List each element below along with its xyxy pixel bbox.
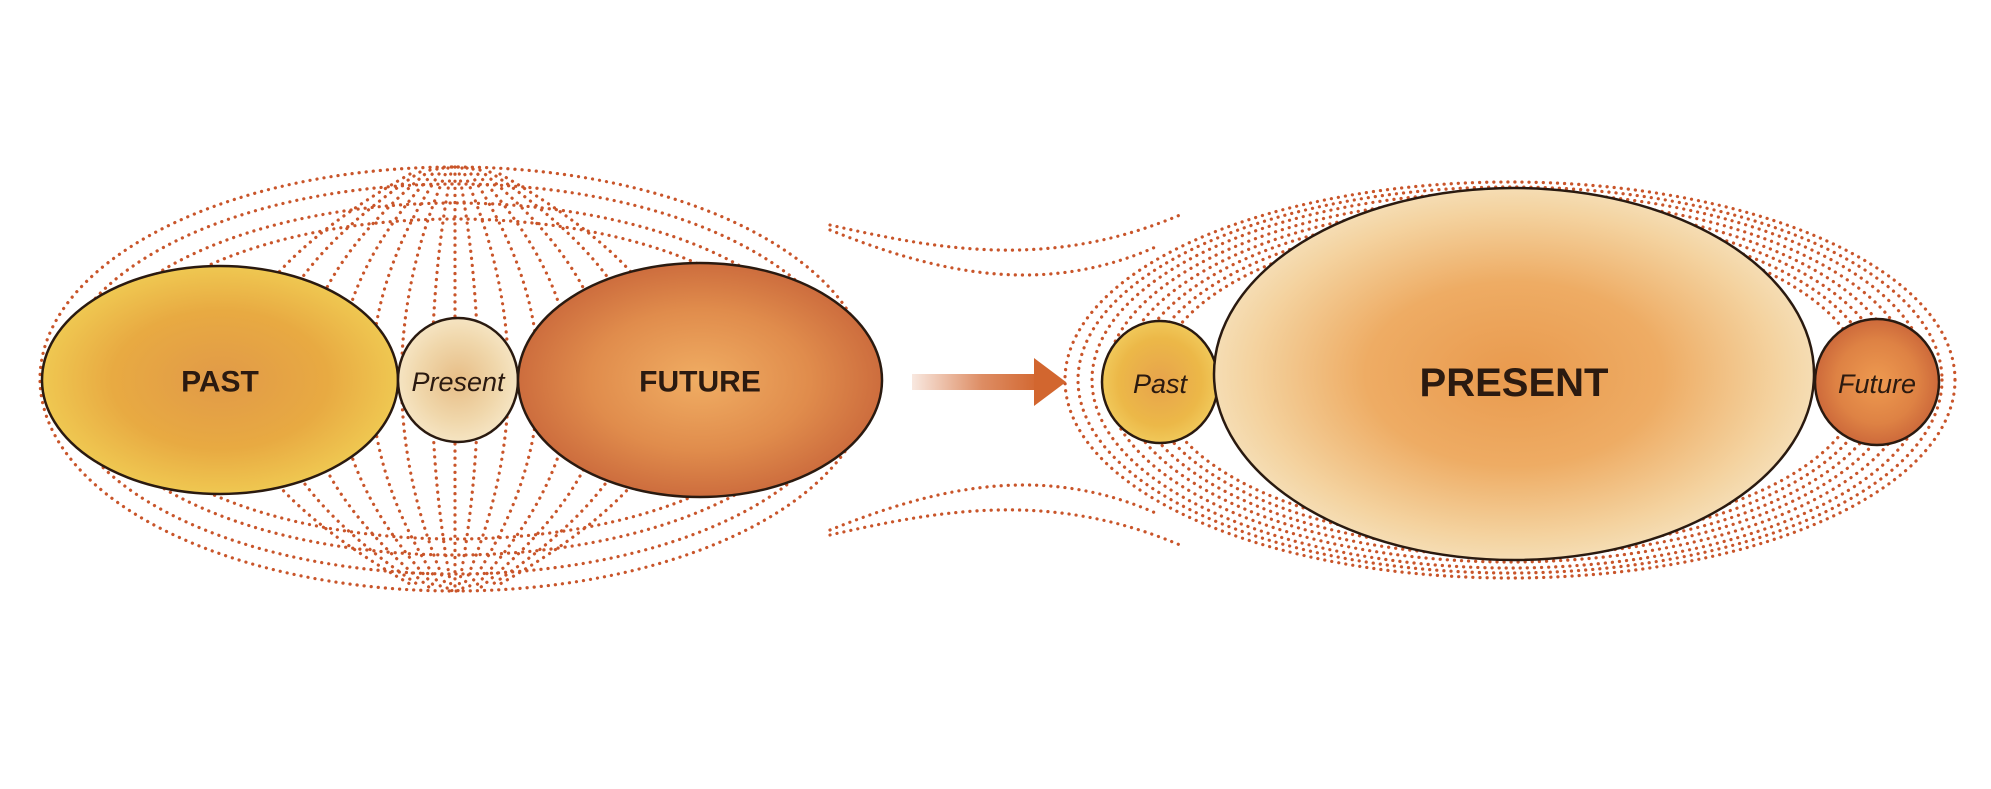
left-meridian	[301, 168, 432, 590]
right-future-label: Future	[1838, 369, 1916, 399]
right-past-label: Past	[1133, 369, 1189, 399]
left-past-node: PAST	[40, 264, 400, 496]
left-future-ellipse	[516, 261, 884, 499]
bridge-line	[828, 213, 1182, 252]
bridge-line	[828, 508, 1182, 547]
left-present-label: Present	[411, 367, 506, 397]
left-past-label: PAST	[181, 366, 259, 399]
left-future-label: FUTURE	[639, 366, 761, 399]
left-meridian	[478, 168, 609, 590]
left-future-node: FUTURE	[516, 261, 884, 499]
right-past-node: Past	[1100, 319, 1220, 445]
right-present-node: PRESENT	[1212, 186, 1816, 562]
arrow-right-icon	[912, 358, 1066, 406]
right-present-label: PRESENT	[1420, 361, 1609, 405]
bridge-line	[828, 228, 1162, 277]
left-present-node: Present	[396, 316, 520, 444]
right-future-node: Future	[1813, 317, 1941, 447]
right-present-ellipse	[1212, 186, 1816, 562]
right-field-ring	[1063, 180, 1957, 580]
right-future-circle	[1813, 317, 1941, 447]
bridge-field-lines	[828, 213, 1182, 547]
bridge-line	[828, 483, 1162, 532]
